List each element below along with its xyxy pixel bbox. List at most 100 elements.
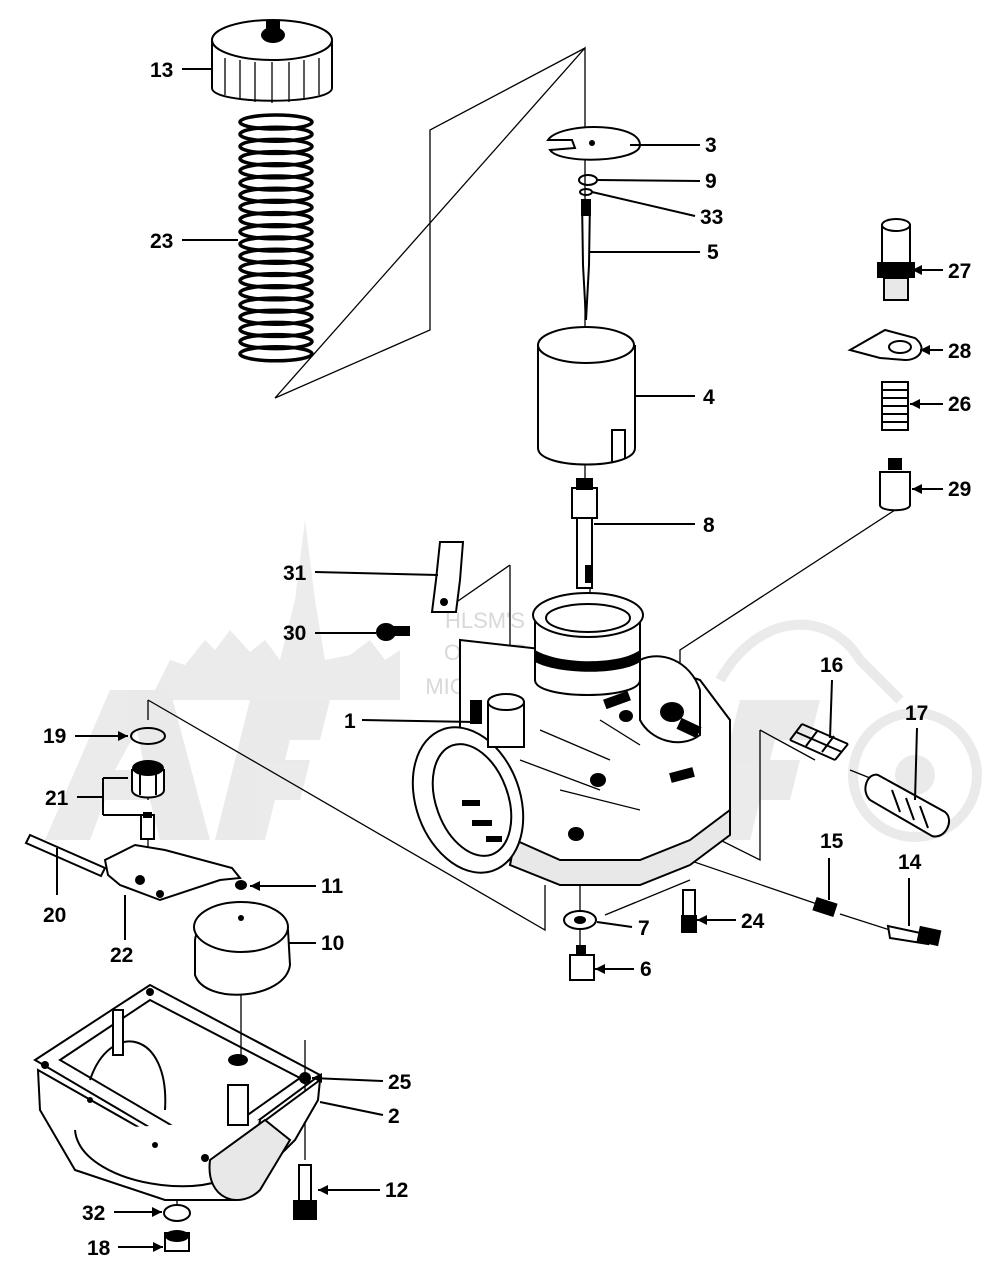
part-29-starter-plunger (879, 458, 911, 512)
callout-1: 1 (344, 710, 356, 733)
spring-coil (238, 308, 314, 326)
spring-coil (238, 198, 314, 217)
leader-arrow-28 (920, 345, 930, 355)
callout-32: 32 (82, 1202, 105, 1225)
callout-labels: 1323393354827282629313011617192120221110… (43, 59, 972, 1260)
callout-25: 25 (388, 1071, 412, 1094)
callout-13: 13 (150, 59, 173, 82)
callout-10: 10 (321, 932, 344, 955)
spring-coil (238, 125, 314, 143)
leader-lines (56, 68, 943, 1252)
part-26-starter-spring (881, 381, 909, 431)
leader-arrow-24 (697, 915, 707, 925)
callout-30: 30 (283, 622, 306, 645)
part-18-drain-plug (164, 1230, 190, 1252)
part-30-screw (376, 623, 410, 641)
part-6-main-jet (569, 945, 595, 981)
callout-18: 18 (87, 1237, 111, 1260)
part-10-float (193, 901, 292, 996)
callout-19: 19 (43, 725, 66, 748)
part-15-air-screw-spring (812, 896, 838, 918)
part-33-washer (579, 188, 593, 196)
leader-line-2 (319, 1101, 384, 1116)
part-23-spring (238, 113, 314, 363)
leader-arrow-12 (318, 1185, 328, 1195)
leader-line-31 (314, 571, 439, 576)
callout-16: 16 (820, 654, 843, 677)
leader-arrow-26 (910, 399, 920, 409)
part-8-needle-jet (571, 478, 598, 589)
leader-line-9 (597, 179, 701, 182)
spring-coil (238, 332, 314, 351)
callout-8: 8 (703, 514, 715, 537)
callout-17: 17 (905, 702, 928, 725)
spring-coil (238, 186, 314, 204)
callout-29: 29 (948, 478, 971, 501)
leader-arrow-32 (152, 1207, 162, 1217)
spring-coil (238, 223, 314, 241)
callout-31: 31 (283, 562, 307, 585)
part-22-float-arm (103, 843, 242, 902)
spring-coil (238, 259, 314, 278)
leader-arrow-18 (153, 1242, 163, 1252)
callout-6: 6 (640, 958, 652, 981)
leader-line-7 (596, 921, 633, 928)
callout-20: 20 (43, 904, 66, 927)
part-9-clip (578, 174, 598, 186)
callout-28: 28 (948, 340, 972, 363)
leader-arrow-11 (250, 881, 260, 891)
spring-coil (238, 284, 314, 302)
leader-line-16 (829, 679, 833, 739)
leader-line-1 (361, 719, 476, 723)
part-21-float-valve-assembly (131, 760, 165, 840)
part-20-float-pin (24, 833, 107, 878)
spring-coil (238, 137, 314, 156)
spring-coil (238, 271, 314, 290)
callout-33: 33 (700, 206, 723, 229)
callout-27: 27 (948, 260, 971, 283)
callout-14: 14 (898, 851, 922, 874)
part-24-pilot-jet (681, 889, 697, 933)
watermark-skyline-icon (150, 520, 400, 700)
part-5-jet-needle (580, 199, 592, 321)
callout-24: 24 (741, 910, 765, 933)
part-13-cap (211, 19, 333, 103)
leader-arrow-6 (595, 964, 605, 974)
spring-coil (238, 320, 314, 339)
leader-bracket-21 (102, 777, 140, 816)
callout-23: 23 (150, 230, 173, 253)
callout-2: 2 (388, 1105, 400, 1128)
part-2-float-bowl (36, 988, 322, 1201)
part-1-carburetor-body (411, 592, 731, 886)
part-32-drain-washer (163, 1204, 191, 1222)
callout-4: 4 (703, 386, 715, 409)
callout-22: 22 (110, 944, 133, 967)
callout-12: 12 (385, 1179, 408, 1202)
part-12-bowl-screw (293, 1164, 317, 1220)
spring-coil (238, 210, 314, 229)
part-17-throttle-stop-screw (849, 769, 951, 838)
spring-coil (238, 247, 314, 265)
spring-coil (238, 162, 314, 180)
callout-11: 11 (321, 875, 344, 898)
leader-arrow-27 (912, 265, 922, 275)
spring-coil (238, 149, 314, 168)
callout-21: 21 (45, 787, 69, 810)
leader-line-17 (914, 727, 918, 801)
spring-coil (238, 345, 314, 363)
part-14-air-screw (839, 913, 942, 947)
part-19-o-ring (130, 727, 166, 745)
part-28-gasket (847, 328, 923, 362)
part-27-starter-fitting (877, 218, 915, 301)
part-11-float-screw (235, 880, 247, 890)
part-3-plate (546, 126, 642, 161)
leader-line-33 (591, 191, 696, 217)
spring-coil (238, 235, 314, 253)
callout-26: 26 (948, 393, 971, 416)
callout-9: 9 (705, 170, 717, 193)
part-16-idle-spring (789, 723, 849, 761)
leader-line-25 (311, 1077, 384, 1082)
callout-3: 3 (705, 134, 717, 157)
spring-coil (238, 174, 314, 192)
